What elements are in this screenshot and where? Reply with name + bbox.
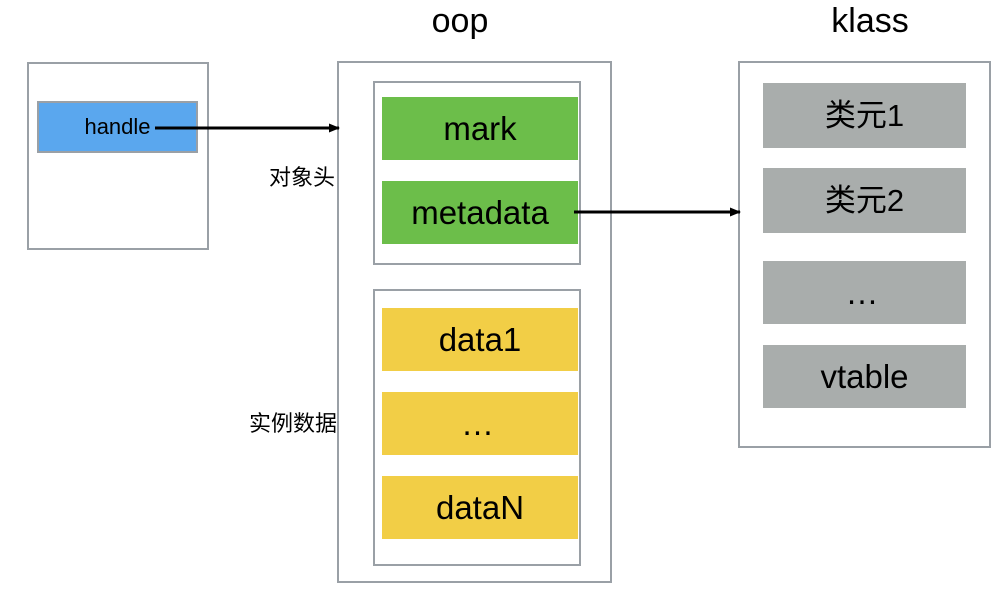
klass-row-1-label: 类元1 — [824, 98, 905, 133]
oop-row-dataN-label: dataN — [435, 489, 525, 526]
oop-row-ellipsis[interactable]: … — [382, 392, 578, 455]
handle-block[interactable]: handle — [37, 101, 198, 153]
klass-title: klass — [831, 2, 909, 40]
handle-label: handle — [84, 114, 151, 139]
oop-row-dataN[interactable]: dataN — [382, 476, 578, 539]
oop-row-mark-label: mark — [443, 110, 517, 147]
klass-row-ellipsis-label: … — [845, 274, 884, 311]
oop-row-metadata[interactable]: metadata — [382, 181, 578, 244]
oop-row-mark[interactable]: mark — [382, 97, 578, 160]
klass-row-vtable[interactable]: vtable — [763, 345, 966, 408]
klass-row-ellipsis[interactable]: … — [763, 261, 966, 324]
klass-row-vtable-label: vtable — [820, 358, 909, 395]
oop-title: oop — [431, 2, 489, 40]
instance-data-label: 实例数据 — [249, 411, 338, 436]
oop-row-data1-label: data1 — [438, 321, 522, 358]
klass-row-2[interactable]: 类元2 — [763, 168, 966, 233]
handle-panel — [27, 62, 209, 250]
klass-row-1[interactable]: 类元1 — [763, 83, 966, 148]
klass-row-2-label: 类元2 — [824, 183, 905, 218]
oop-row-ellipsis-label: … — [461, 405, 499, 442]
oop-row-data1[interactable]: data1 — [382, 308, 578, 371]
oop-row-metadata-label: metadata — [411, 194, 549, 231]
object-header-label: 对象头 — [268, 165, 335, 190]
